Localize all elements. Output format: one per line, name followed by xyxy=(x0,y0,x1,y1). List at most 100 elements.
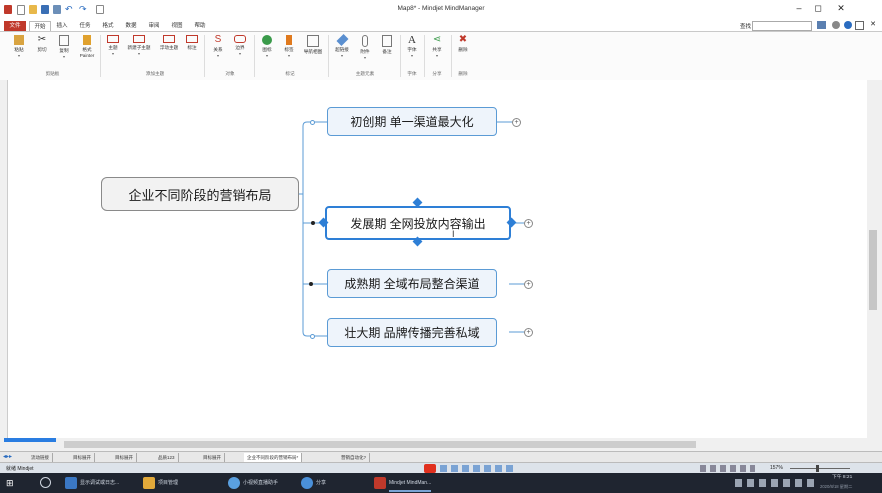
tab-insert[interactable]: 插入 xyxy=(56,23,68,29)
windows-start-icon[interactable]: ⊞ xyxy=(6,478,14,488)
paste-button[interactable]: 粘贴▾ xyxy=(10,35,28,58)
save-icon[interactable] xyxy=(41,5,49,14)
delete-icon: ✖ xyxy=(458,34,468,45)
search-icon[interactable] xyxy=(40,477,51,488)
tray-icons[interactable] xyxy=(440,465,515,472)
expand-icon[interactable]: + xyxy=(524,328,533,337)
sheet-tab[interactable]: 品质123 xyxy=(155,453,179,462)
customize-icon[interactable] xyxy=(96,5,104,14)
help-icon[interactable] xyxy=(844,21,852,29)
undo-icon[interactable]: ↶ xyxy=(65,4,73,14)
cut-button[interactable]: ✂剪切 xyxy=(37,34,47,53)
notes-button[interactable]: 备注 xyxy=(378,35,396,55)
marker-icon xyxy=(262,35,272,45)
subtopic-button[interactable]: 新建子主题▾ xyxy=(125,35,153,56)
sheet-tab[interactable]: 流动链接 xyxy=(28,453,53,462)
app-icon[interactable] xyxy=(4,5,12,14)
zoom-slider[interactable] xyxy=(790,468,850,469)
ribbon-toggle-icon[interactable] xyxy=(855,21,864,30)
group-delete: 删除 xyxy=(458,71,468,76)
left-margin xyxy=(0,80,7,438)
icon-button[interactable]: 图标▾ xyxy=(258,35,276,58)
divider xyxy=(400,35,401,77)
attachment-button[interactable]: 附件▾ xyxy=(356,35,374,60)
tag-button[interactable]: 标签▾ xyxy=(280,35,298,58)
share-button[interactable]: ⋖共享▾ xyxy=(432,34,442,59)
horizontal-scroll-thumb[interactable] xyxy=(64,441,696,448)
input-method-icon[interactable] xyxy=(424,464,436,473)
clock-date: 2020/8/18 星期二 xyxy=(820,484,853,489)
callout-button[interactable]: 标注 xyxy=(184,35,200,51)
tab-nav-icon[interactable]: ◂▸▸ xyxy=(3,454,13,460)
app-icon[interactable] xyxy=(228,477,240,489)
topic-button[interactable]: 主题▾ xyxy=(104,35,122,56)
print-icon[interactable] xyxy=(53,5,61,14)
divider xyxy=(328,35,329,77)
copy-button[interactable]: 复制▾ xyxy=(55,35,73,59)
close-icon[interactable]: ✕ xyxy=(837,3,845,13)
group-topic-elements: 主题元素 xyxy=(355,71,375,76)
tab-help[interactable]: 帮助 xyxy=(194,23,206,29)
tab-review[interactable]: 审阅 xyxy=(148,23,160,29)
topic-icon xyxy=(107,35,119,43)
delete-button[interactable]: ✖删除 xyxy=(458,34,468,53)
expand-icon[interactable]: + xyxy=(524,219,533,228)
sheet-tab[interactable]: 目标展开 xyxy=(70,453,95,462)
format-painter-button[interactable]: 格式 Painter xyxy=(77,35,97,58)
taskbar-item-active[interactable]: Mindjet MindMan... xyxy=(389,476,432,492)
open-icon[interactable] xyxy=(29,5,37,14)
central-topic[interactable]: 企业不同阶段的营销布局 xyxy=(101,177,299,211)
tab-home[interactable]: 开始 xyxy=(29,21,51,32)
tab-view[interactable]: 视图 xyxy=(171,23,183,29)
subtopic-startup[interactable]: 初创期 单一渠道最大化 xyxy=(327,107,497,136)
tab-task[interactable]: 任务 xyxy=(79,23,91,29)
doc-close-icon[interactable]: ✕ xyxy=(870,21,876,28)
hyperlink-button[interactable]: 超链接▾ xyxy=(332,33,352,58)
divider xyxy=(100,35,101,77)
status-bar: 就绪 Mindjet 157% xyxy=(0,462,882,474)
index-icon xyxy=(307,35,319,47)
boundary-button[interactable]: 边界▾ xyxy=(231,35,249,56)
app-icon[interactable] xyxy=(65,477,77,489)
brush-icon xyxy=(83,35,91,45)
subtopic-growth[interactable]: 发展期 全网投放内容输出 xyxy=(325,206,511,240)
tab-format[interactable]: 格式 xyxy=(102,23,114,29)
callout-icon xyxy=(186,35,198,43)
taskbar-item[interactable]: 分享 xyxy=(316,480,327,486)
taskbar-item[interactable]: 项目管理 xyxy=(158,480,179,486)
tab-file[interactable]: 文件 xyxy=(4,21,26,31)
tab-data[interactable]: 数据 xyxy=(125,23,137,29)
map-canvas[interactable] xyxy=(7,80,868,438)
group-clipboard: 剪贴板 xyxy=(45,71,60,76)
app-icon[interactable] xyxy=(301,477,313,489)
index-button[interactable]: 导航相图 xyxy=(302,35,324,55)
minimize-icon[interactable]: – xyxy=(796,3,802,13)
expand-icon[interactable]: + xyxy=(524,280,533,289)
taskbar-item[interactable]: 小视频直播助手 xyxy=(243,480,279,486)
search-input[interactable] xyxy=(752,21,812,31)
floating-topic-icon xyxy=(163,35,175,43)
maximize-icon[interactable]: ◻ xyxy=(814,3,822,13)
mindmanager-icon[interactable] xyxy=(374,477,386,489)
vertical-scroll-thumb[interactable] xyxy=(869,230,877,310)
sheet-tab[interactable]: 目标展开 xyxy=(112,453,137,462)
expand-icon[interactable]: + xyxy=(512,118,521,127)
zoom-slider-thumb[interactable] xyxy=(816,465,819,472)
view-mode-icons[interactable] xyxy=(700,465,755,472)
subtopic-expansion[interactable]: 壮大期 品牌传播完善私域 xyxy=(327,318,497,347)
divider xyxy=(204,35,205,77)
sheet-tab[interactable]: 目标展开 xyxy=(200,453,225,462)
taskbar-item[interactable]: 显示调试或日志... xyxy=(80,480,120,486)
system-tray-icons[interactable] xyxy=(735,479,815,487)
redo-icon[interactable]: ↷ xyxy=(79,4,87,14)
subtopic-mature[interactable]: 成熟期 全域布局整合渠道 xyxy=(327,269,497,298)
new-icon[interactable] xyxy=(17,5,25,15)
floating-topic-button[interactable]: 浮动主题 xyxy=(156,35,182,51)
user-icon[interactable] xyxy=(817,21,826,29)
sheet-tab-active[interactable]: 企业不同阶段的营销布局* xyxy=(244,453,303,462)
settings-icon[interactable] xyxy=(832,21,840,29)
folder-icon[interactable] xyxy=(143,477,155,489)
sheet-tab[interactable]: 营销自动化? xyxy=(338,453,371,462)
